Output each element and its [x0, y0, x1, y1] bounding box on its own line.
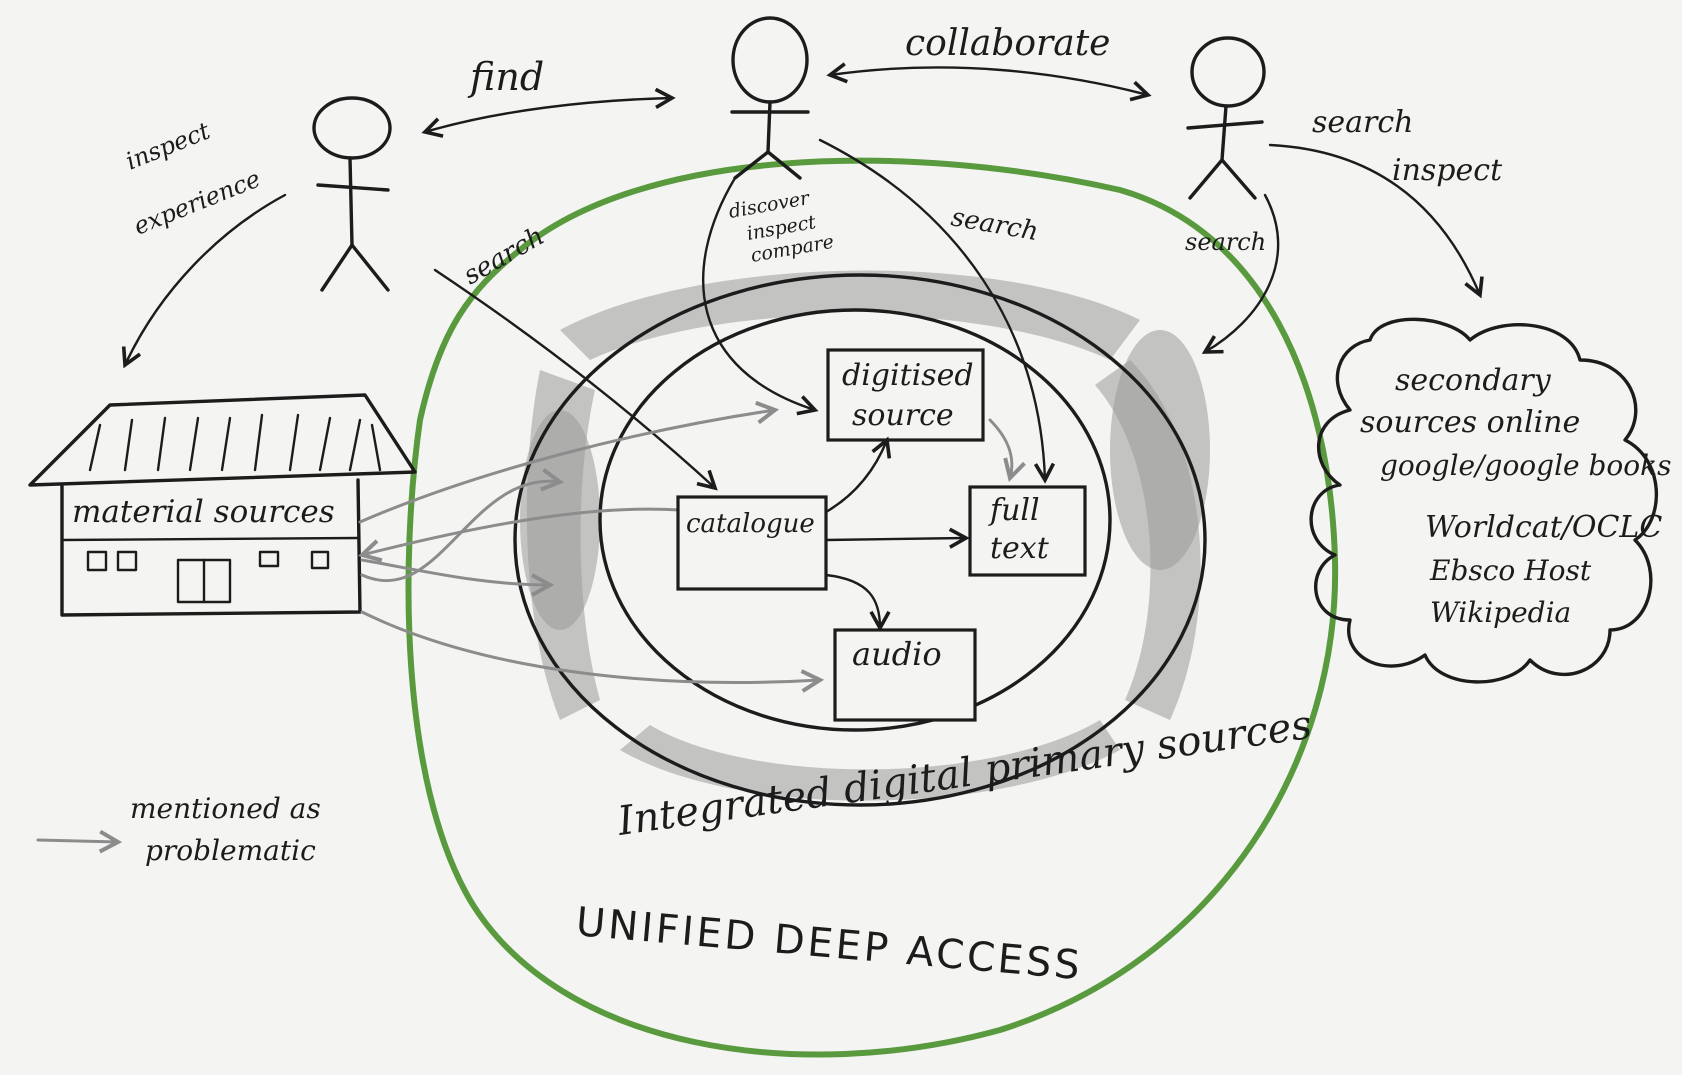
- primary-sources-outer-ring: [513, 273, 1207, 807]
- legend: mentioned as problematic: [36, 792, 321, 867]
- search-inspect-inspect-label: inspect: [1392, 153, 1503, 188]
- legend-line-2: problematic: [145, 834, 316, 867]
- cloud-line-1: secondary: [1395, 363, 1552, 398]
- person-left-icon: [312, 96, 392, 292]
- find-label: find: [467, 55, 544, 99]
- find-arrow: [425, 98, 672, 132]
- full-text-box: [968, 485, 1087, 577]
- text-label: text: [990, 531, 1050, 566]
- problematic-arrows: [360, 410, 1012, 682]
- search-right-label: search: [1185, 228, 1266, 256]
- discover-arrow: [701, 176, 815, 410]
- search-right-arrow: [1205, 193, 1280, 352]
- search-inspect-arrow: [1268, 143, 1480, 295]
- unified-deep-access-caption: UNIFIED DEEP ACCESS: [574, 899, 1084, 989]
- search-middle-arrow: [818, 138, 1045, 480]
- person-right-icon: [1186, 36, 1266, 200]
- catalogue-box: [676, 495, 828, 591]
- audio-box: [833, 628, 977, 722]
- person-middle-icon: [730, 16, 810, 180]
- catalogue-connections: [824, 440, 966, 628]
- cloud-line-6: Wikipedia: [1430, 596, 1571, 629]
- search-left-label: search: [459, 221, 550, 291]
- audio-label: audio: [852, 635, 942, 673]
- secondary-sources-cloud: [1309, 317, 1658, 684]
- unified-access-boundary: [405, 157, 1339, 1058]
- full-label: full: [988, 493, 1040, 528]
- cloud-line-5: Ebsco Host: [1429, 554, 1592, 587]
- collaborate-arrow: [830, 67, 1148, 95]
- cloud-line-4: Worldcat/OCLC: [1425, 510, 1662, 545]
- search-middle-label: search: [949, 202, 1041, 247]
- digitised-source-box: [826, 348, 985, 442]
- material-sources-label: material sources: [72, 494, 335, 530]
- digitised-source-label: source: [852, 398, 954, 433]
- cloud-line-3: google/google books: [1380, 449, 1671, 482]
- search-inspect-search-label: search: [1312, 105, 1414, 140]
- search-left-arrow: [433, 268, 715, 488]
- cloud-line-2: sources online: [1360, 405, 1580, 440]
- inspect-experience-arrow: [125, 193, 287, 365]
- experience-label: experience: [130, 164, 265, 240]
- legend-line-1: mentioned as: [130, 792, 321, 825]
- digitised-label: digitised: [842, 358, 974, 393]
- collaborate-label: collaborate: [905, 23, 1111, 64]
- legend-grey-arrow: [36, 840, 118, 842]
- catalogue-label: catalogue: [686, 509, 815, 539]
- inspect-label: inspect: [122, 116, 215, 175]
